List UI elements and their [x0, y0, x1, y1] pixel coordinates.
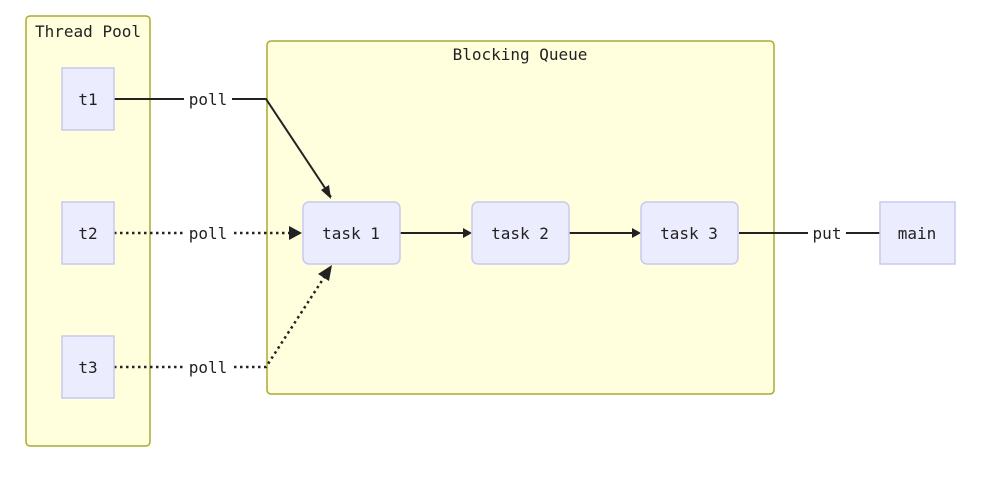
- edge-label: poll: [189, 90, 228, 109]
- edge-line: [114, 275, 327, 369]
- node-label: t3: [78, 358, 97, 377]
- arrowhead: [463, 228, 472, 238]
- edge-line: [114, 98, 332, 198]
- edge-task2-task3: [569, 228, 641, 238]
- edge-t1-task1: [114, 98, 332, 199]
- node-label: task 2: [491, 224, 549, 243]
- node-box: [61, 67, 115, 131]
- node-task2: task 2: [471, 201, 570, 265]
- node-task1: task 1: [302, 201, 401, 265]
- node-box: [640, 201, 739, 265]
- node-label: t2: [78, 224, 97, 243]
- blocking-queue-title: Blocking Queue: [453, 45, 588, 64]
- arrowhead: [632, 228, 641, 238]
- edge-task1-task2: [400, 228, 472, 238]
- node-box: [302, 201, 401, 265]
- node-box: [61, 335, 115, 399]
- arrowhead: [321, 185, 331, 199]
- node-t2: t2: [61, 201, 115, 265]
- edge-label: put: [813, 224, 842, 243]
- edge-label: poll: [189, 224, 228, 243]
- arrowhead: [318, 265, 332, 281]
- edge-label-poll-t3: poll: [184, 357, 232, 377]
- node-box: [61, 201, 115, 265]
- node-t3: t3: [61, 335, 115, 399]
- label-bg: [184, 89, 232, 109]
- label-bg: [184, 223, 232, 243]
- label-bg: [184, 357, 232, 377]
- node-task3: task 3: [640, 201, 739, 265]
- thread-pool-title: Thread Pool: [35, 22, 141, 41]
- arrowhead: [289, 226, 302, 240]
- label-bg: [808, 223, 846, 243]
- edge-t3-task1: [114, 265, 332, 369]
- edge-t2-task1: [114, 226, 302, 240]
- node-box: [471, 201, 570, 265]
- node-main: main: [879, 201, 956, 265]
- node-label: t1: [78, 90, 97, 109]
- node-box: [879, 201, 956, 265]
- edge-label-put: put: [808, 223, 846, 243]
- node-label: task 3: [660, 224, 718, 243]
- node-label: main: [898, 224, 937, 243]
- node-label: task 1: [322, 224, 380, 243]
- edge-label-poll-t1: poll: [184, 89, 232, 109]
- edge-label: poll: [189, 358, 228, 377]
- edge-label-poll-t2: poll: [184, 223, 232, 243]
- node-t1: t1: [61, 67, 115, 131]
